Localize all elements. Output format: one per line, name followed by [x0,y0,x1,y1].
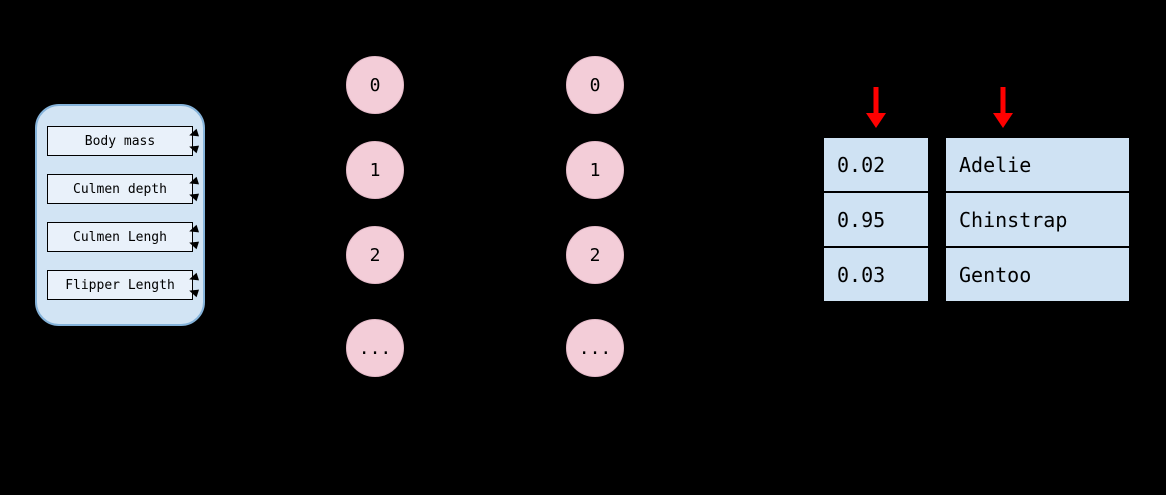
feature-label: Culmen depth [73,181,167,197]
neuron-label: 1 [369,159,381,181]
feature-box-culmen-depth: Culmen depth [47,174,200,204]
fan-in-arrowheads-icon [186,127,200,155]
feature-label: Body mass [84,133,156,149]
red-down-arrow-icon [993,87,1013,128]
neuron-node: 2 [566,226,624,284]
fan-in-arrowheads-icon [186,271,200,299]
red-down-arrow-icon [866,87,886,128]
feature-box-flipper-length: Flipper Length [47,270,200,300]
feature-box-body-mass: Body mass [47,126,200,156]
input-features-panel: Body mass Culmen depth Culmen Lengh Flip… [35,104,205,326]
neuron-node: 2 [346,226,404,284]
class-cell: Chinstrap [944,191,1131,248]
feature-label: Culmen Lengh [73,229,167,245]
classes-table: Adelie Chinstrap Gentoo [944,136,1131,303]
neuron-label: ... [358,337,392,359]
neuron-label: 0 [369,74,381,96]
class-cell: Adelie [944,136,1131,193]
feature-label: Flipper Length [65,277,175,293]
probability-cell: 0.02 [822,136,930,193]
neuron-label: ... [578,337,612,359]
neuron-label: 0 [589,74,601,96]
probability-cell: 0.03 [822,246,930,303]
neuron-label: 2 [589,244,601,266]
class-cell: Gentoo [944,246,1131,303]
neuron-node: ... [346,319,404,377]
fan-in-arrowheads-icon [186,175,200,203]
neuron-node: 1 [566,141,624,199]
neuron-node: 0 [566,56,624,114]
probabilities-table: 0.02 0.95 0.03 [822,136,930,303]
neuron-label: 1 [589,159,601,181]
neuron-node: 0 [346,56,404,114]
probability-cell: 0.95 [822,191,930,248]
neuron-label: 2 [369,244,381,266]
fan-in-arrowheads-icon [186,223,200,251]
neuron-node: ... [566,319,624,377]
neuron-node: 1 [346,141,404,199]
feature-box-culmen-length: Culmen Lengh [47,222,200,252]
